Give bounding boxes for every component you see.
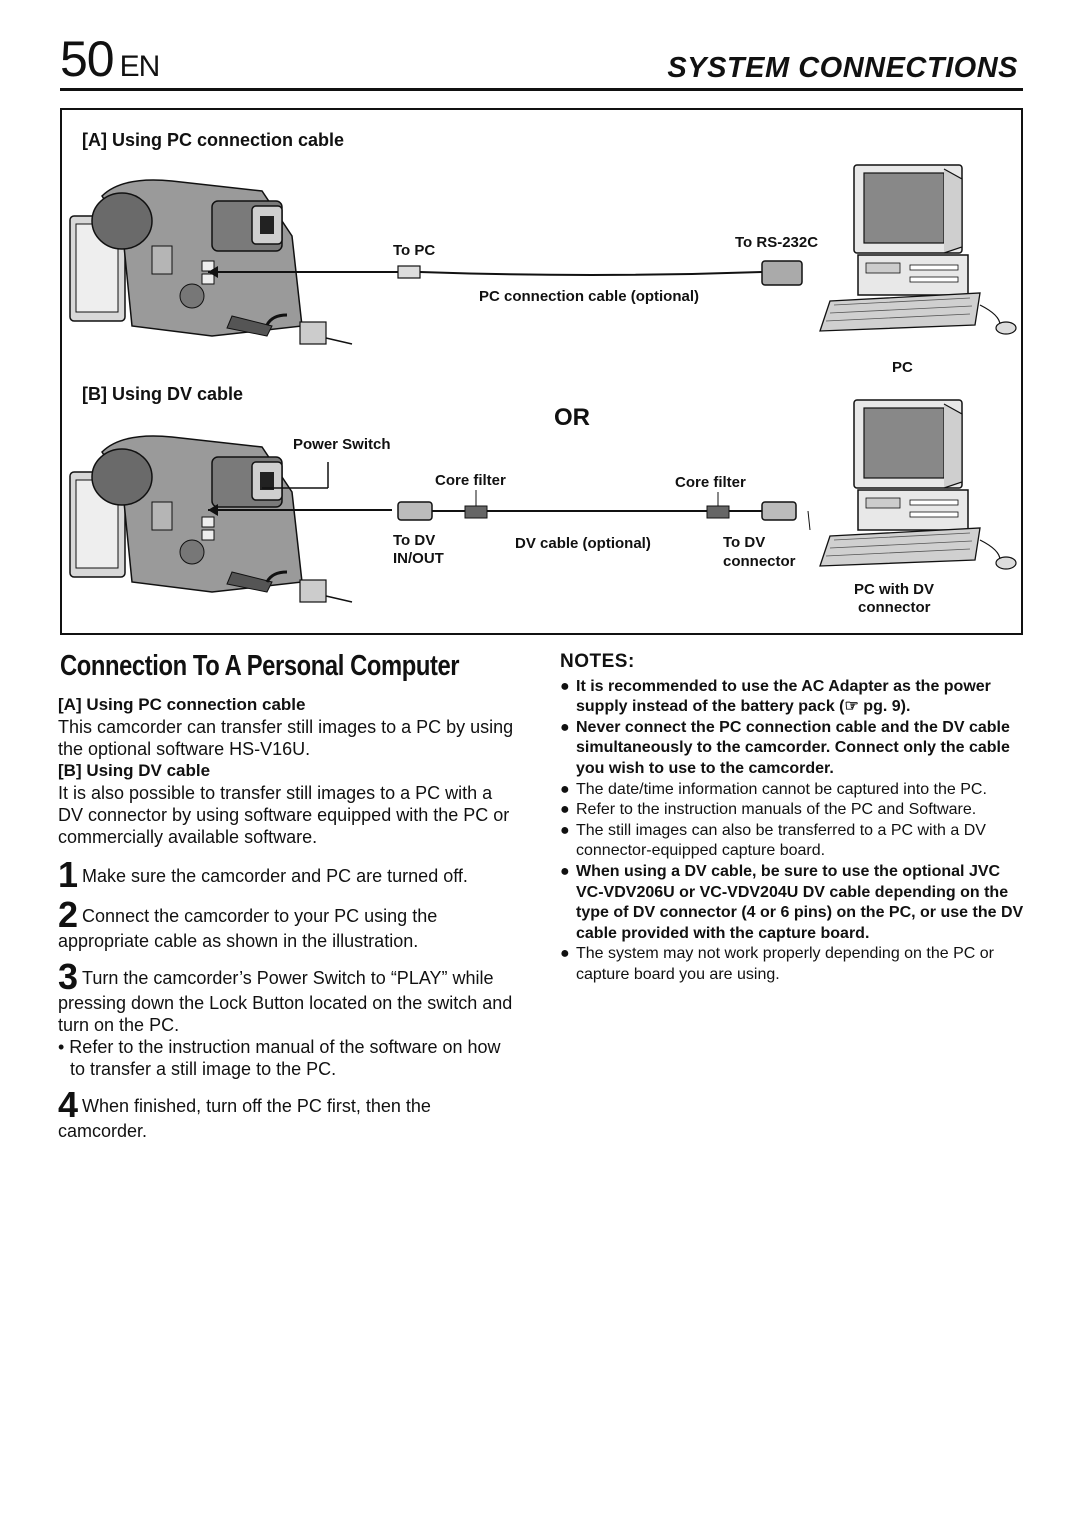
label-core-filter-left: Core filter xyxy=(435,472,506,489)
page-number-value: 50 xyxy=(60,31,115,87)
label-to-dv-inout-line2: IN/OUT xyxy=(393,550,444,567)
bullet-icon: ● xyxy=(560,780,570,798)
instructions-column: [A] Using PC connection cable This camco… xyxy=(58,694,518,1142)
step-number: 2 xyxy=(58,894,79,935)
label-dv-cable: DV cable (optional) xyxy=(515,535,651,552)
bullet-icon: ● xyxy=(560,801,570,819)
label-to-dv-connector-line1: To DV xyxy=(723,534,766,551)
label-pc: PC xyxy=(892,359,913,376)
label-or: OR xyxy=(554,404,590,431)
bullet-icon: ● xyxy=(560,945,570,963)
bullet-icon: ● xyxy=(560,718,570,736)
bullet-icon: ● xyxy=(560,677,570,695)
label-power-switch: Power Switch xyxy=(293,436,391,453)
note-text: It is recommended to use the AC Adapter … xyxy=(576,677,991,716)
step-number: 1 xyxy=(58,854,79,895)
note-item: ● The date/time information cannot be cap… xyxy=(560,780,1025,801)
paragraph-b: It is also possible to transfer still im… xyxy=(58,783,510,847)
note-text: When using a DV cable, be sure to use th… xyxy=(576,862,1024,942)
step-number: 4 xyxy=(58,1084,79,1125)
step-text: When finished, turn off the PC first, th… xyxy=(58,1096,431,1141)
section-title: Connection To A Personal Computer xyxy=(60,650,460,682)
heading-b: [B] Using DV cable xyxy=(58,761,211,780)
step-number: 3 xyxy=(58,956,79,997)
label-to-pc: To PC xyxy=(393,242,436,259)
bullet-icon: ● xyxy=(560,821,570,839)
note-item: ● It is recommended to use the AC Adapter… xyxy=(560,677,1025,718)
step-text: Turn the camcorder’s Power Switch to “PL… xyxy=(58,968,513,1035)
step-text: Make sure the camcorder and PC are turne… xyxy=(82,866,468,886)
header-rule xyxy=(60,88,1023,91)
bullet-icon: ● xyxy=(560,862,570,880)
notes-title: NOTES: xyxy=(560,651,635,672)
label-pc-connection-cable: PC connection cable (optional) xyxy=(479,288,700,305)
label-pc-with-dv-line2: connector xyxy=(858,599,931,616)
note-item: ● Never connect the PC connection cable a… xyxy=(560,718,1025,780)
step-3-bullet: • Refer to the instruction manual of the… xyxy=(58,1037,501,1079)
section-header: SYSTEM CONNECTIONS xyxy=(667,52,1018,84)
language-code: EN xyxy=(119,50,161,83)
note-text: The date/time information cannot be capt… xyxy=(576,780,987,798)
note-item: ● The still images can also be transferre… xyxy=(560,821,1025,862)
note-item: ● The system may not work properly depend… xyxy=(560,944,1025,985)
label-to-dv-inout-line1: To DV xyxy=(393,532,436,549)
note-text: The system may not work properly dependi… xyxy=(576,945,994,983)
note-text: Refer to the instruction manuals of the … xyxy=(576,801,977,819)
note-text: Never connect the PC connection cable an… xyxy=(576,718,1010,777)
heading-a: [A] Using PC connection cable xyxy=(58,695,306,714)
figure-a-title: [A] Using PC connection cable xyxy=(82,130,345,150)
step-text: Connect the camcorder to your PC using t… xyxy=(58,906,438,951)
label-to-rs232c: To RS-232C xyxy=(735,234,819,251)
paragraph-a: This camcorder can transfer still images… xyxy=(58,717,514,759)
label-to-dv-connector-line2: connector xyxy=(723,553,796,570)
figure-b-title: [B] Using DV cable xyxy=(82,384,244,404)
note-text: The still images can also be transferred… xyxy=(576,821,986,860)
notes-column: NOTES: ● It is recommended to use the AC … xyxy=(560,651,1025,986)
illustration-drawing xyxy=(69,164,1017,603)
label-core-filter-right: Core filter xyxy=(675,474,746,491)
label-pc-with-dv-line1: PC with DV xyxy=(854,581,935,598)
connection-illustration: [A] Using PC connection cable To PC To R… xyxy=(60,108,1023,635)
note-item: ● When using a DV cable, be sure to use t… xyxy=(560,862,1025,944)
note-item: ● Refer to the instruction manuals of the… xyxy=(560,800,1025,821)
